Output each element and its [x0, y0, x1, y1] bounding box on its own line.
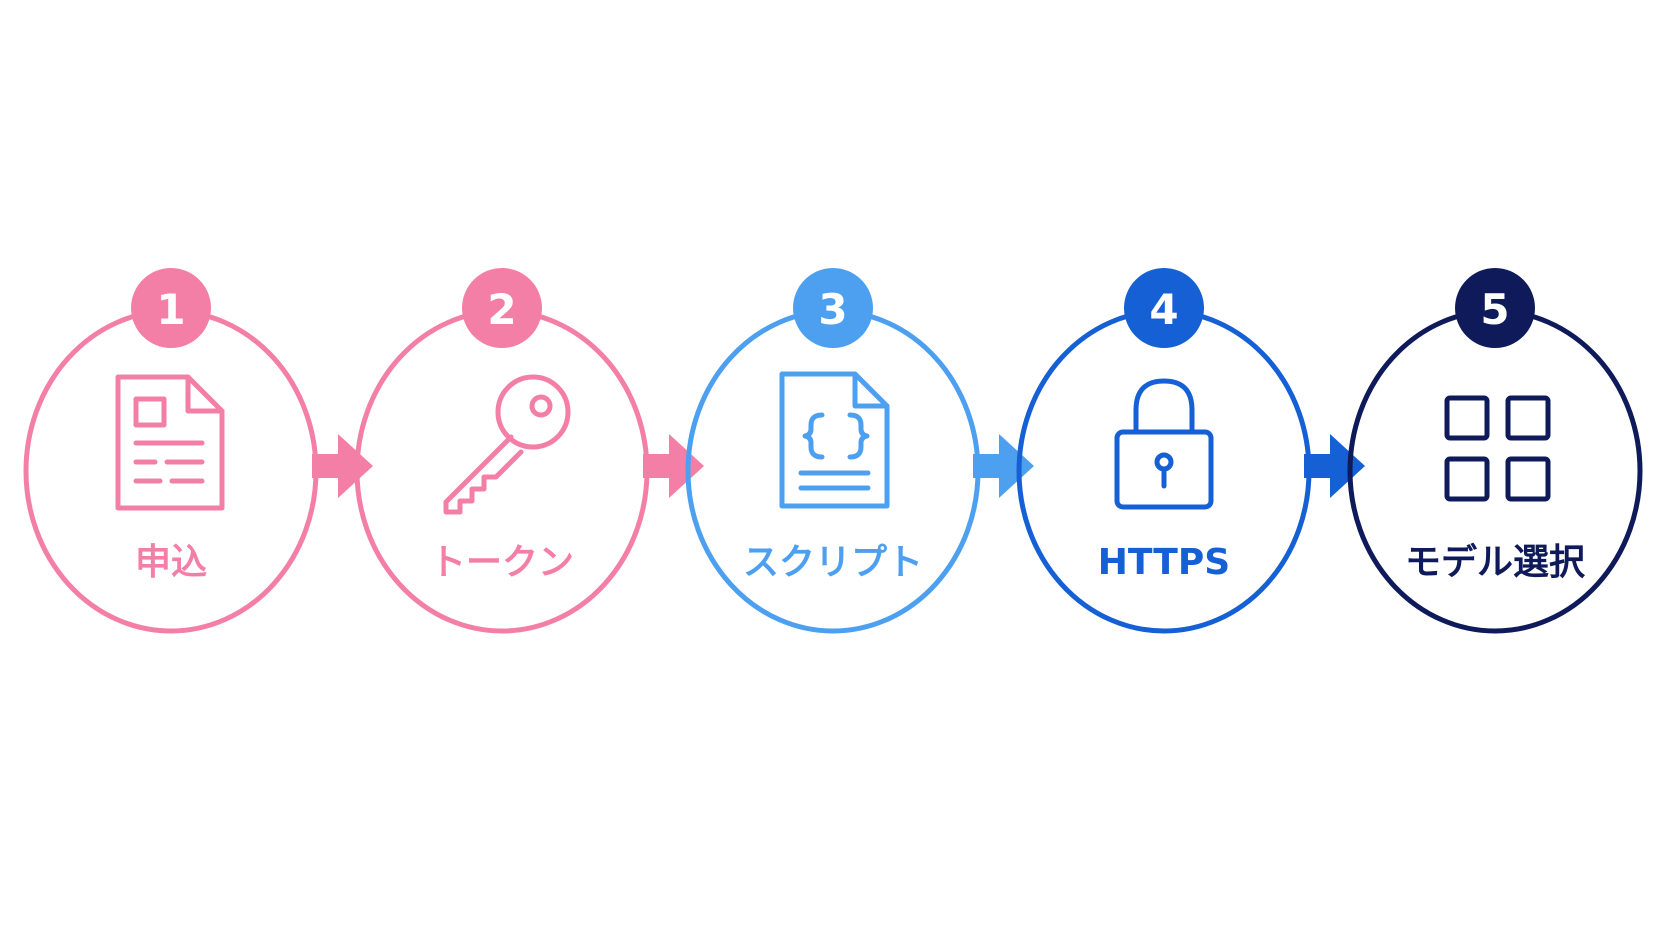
step-label: 申込	[135, 542, 207, 583]
step-3: スクリプト 3	[685, 268, 981, 634]
step-label: モデル選択	[1405, 541, 1586, 583]
step-circle	[1347, 308, 1643, 634]
arrow-head	[1330, 434, 1365, 498]
arrow-head	[999, 434, 1034, 498]
step-number: 3	[818, 285, 847, 334]
step-label: スクリプト	[743, 542, 923, 583]
document-icon	[115, 374, 225, 511]
step-number-badge	[1455, 268, 1535, 348]
key-icon	[443, 374, 571, 515]
step-5: モデル選択 5	[1347, 268, 1643, 634]
step-4: HTTPS 4	[1016, 268, 1312, 634]
step-number-badge	[462, 268, 542, 348]
lock-icon	[1114, 378, 1214, 510]
grid-icon	[1444, 395, 1551, 502]
step-number-badge	[1124, 268, 1204, 348]
step-number: 5	[1480, 285, 1509, 334]
step-number: 4	[1149, 285, 1178, 334]
arrow-1-to-2	[312, 434, 373, 498]
code-file-icon	[779, 371, 890, 509]
arrow-2-to-3	[643, 434, 704, 498]
step-number-badge	[131, 268, 211, 348]
step-circle	[23, 308, 319, 634]
step-label: HTTPS	[1098, 542, 1230, 583]
arrow-4-to-5	[1304, 434, 1365, 498]
arrow-3-to-4	[973, 434, 1034, 498]
step-number: 2	[487, 285, 516, 334]
step-number-badge	[793, 268, 873, 348]
step-number: 1	[156, 285, 185, 334]
step-label: トークン	[430, 542, 574, 583]
step-2: トークン 2	[354, 268, 650, 634]
step-1: 申込 1	[23, 268, 319, 634]
